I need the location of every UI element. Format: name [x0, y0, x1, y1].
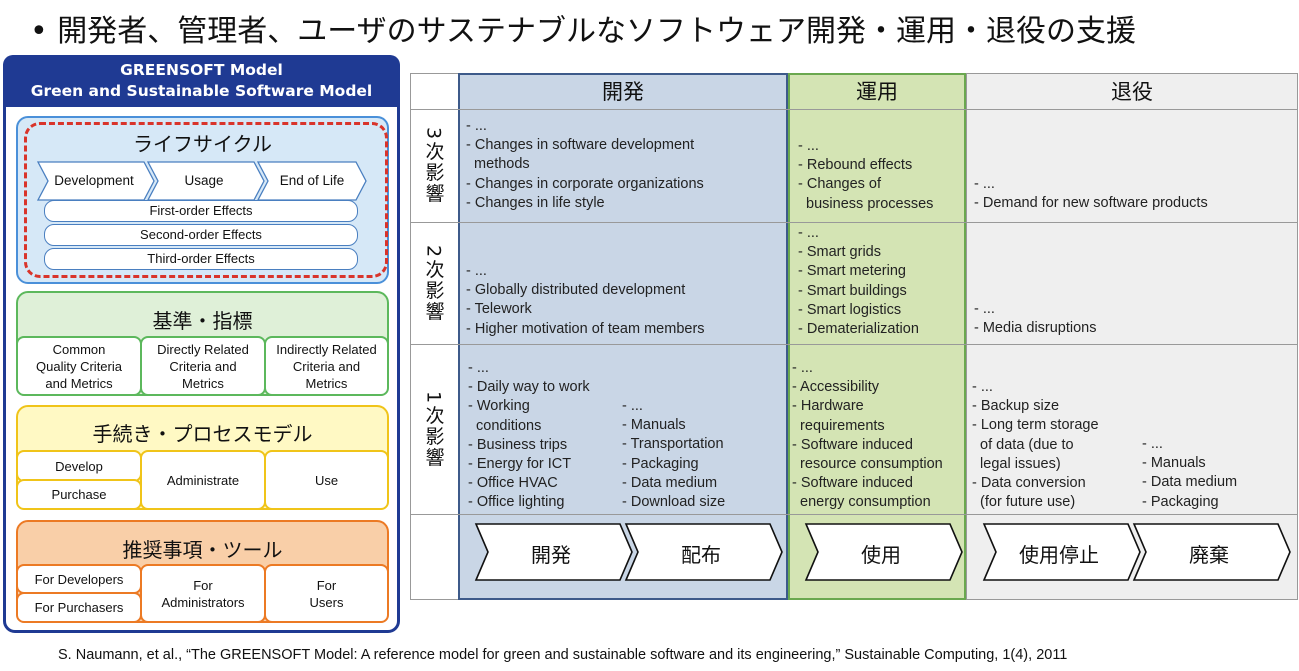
recommend-purchasers: For Purchasers	[16, 592, 142, 623]
lifecycle-stage-arrows	[36, 161, 367, 201]
recommend-users: For Users	[264, 564, 389, 623]
procedure-title: 手続き・プロセスモデル	[92, 422, 313, 446]
page-title: • 開発者、管理者、ユーザのサステナブルなソフトウェア開発・運用・退役の支援	[30, 14, 1137, 49]
row-header-1st: 1次影響	[422, 390, 445, 469]
citation: S. Naumann, et al., “The GREENSOFT Model…	[58, 647, 1068, 663]
row-header-2nd: 2次影響	[422, 244, 445, 323]
phase-distribute: 配布	[681, 543, 721, 567]
row-separator	[410, 222, 1298, 223]
phase-arrow-use	[804, 523, 963, 581]
row-header-3rd: 3次影響	[422, 127, 445, 205]
cell-2nd-dev: - ... - Globally distributed development…	[466, 263, 705, 337]
cell-1st-dev-a: - ... - Daily way to work - Working cond…	[468, 360, 590, 511]
cell-3rd-dev: - ... - Changes in software development …	[466, 118, 704, 211]
criteria-indirectly-related: Indirectly Related Criteria and Metrics	[264, 336, 389, 396]
cell-2nd-ops: - ... - Smart grids - Smart metering - S…	[798, 225, 919, 338]
cell-1st-ret-b: - ... - Manuals - Data medium - Packagin…	[1142, 436, 1238, 510]
procedure-purchase: Purchase	[16, 479, 142, 510]
phase-arrow-decommission	[982, 523, 1141, 581]
stage-development: Development	[54, 173, 134, 188]
model-header-line1: GREENSOFT Model	[120, 61, 283, 79]
phase-chevrons	[474, 523, 1291, 581]
phase-disposal: 廃棄	[1189, 543, 1229, 567]
phase-arrow-disposal	[1132, 523, 1291, 581]
phase-use: 使用	[861, 543, 901, 567]
ops-column	[788, 73, 966, 600]
model-header: GREENSOFT Model Green and Sustainable So…	[3, 55, 400, 107]
stage-arrow-end-of-life	[256, 161, 367, 201]
cell-1st-ops: - ... - Accessibility - Hardware require…	[792, 360, 943, 511]
model-header-line2: Green and Sustainable Software Model	[30, 82, 373, 100]
phase-dev: 開発	[531, 543, 571, 567]
stage-end-of-life: End of Life	[279, 173, 345, 188]
procedure-develop: Develop	[16, 450, 142, 482]
col-header-ops: 運用	[856, 80, 898, 104]
phase-arrow-distribute	[624, 523, 783, 581]
first-order-effects: First-order Effects	[44, 200, 358, 222]
col-header-dev: 開発	[602, 80, 644, 104]
phase-arrow-dev	[474, 523, 633, 581]
second-order-effects: Second-order Effects	[44, 224, 358, 246]
procedure-use: Use	[264, 450, 389, 510]
lifecycle-title: ライフサイクル	[133, 132, 272, 156]
row-separator	[410, 514, 1298, 515]
cell-2nd-ret: - ... - Media disruptions	[974, 301, 1097, 337]
ret-column	[966, 73, 1298, 600]
cell-3rd-ret: - ... - Demand for new software products	[974, 176, 1208, 212]
col-header-ret: 退役	[1111, 80, 1153, 104]
dev-column	[458, 73, 788, 600]
cell-1st-dev-b: - ... - Manuals - Transportation - Packa…	[622, 398, 726, 511]
criteria-common-quality: Common Quality Criteria and Metrics	[16, 336, 142, 396]
lifecycle-dashed-outline	[24, 122, 388, 278]
procedure-administrate: Administrate	[140, 450, 266, 510]
recommend-administrators: For Administrators	[140, 564, 266, 623]
recommend-title: 推奨事項・ツール	[122, 538, 283, 562]
recommend-developers: For Developers	[16, 564, 142, 594]
row-separator	[410, 344, 1298, 345]
criteria-title: 基準・指標	[152, 309, 253, 333]
phase-decommission: 使用停止	[1019, 543, 1099, 567]
third-order-effects: Third-order Effects	[44, 248, 358, 270]
criteria-directly-related: Directly Related Criteria and Metrics	[140, 336, 266, 396]
cell-3rd-ops: - ... - Rebound effects - Changes of bus…	[798, 138, 934, 212]
cell-1st-ret-a: - ... - Backup size - Long term storage …	[972, 379, 1099, 511]
stage-usage: Usage	[184, 173, 224, 188]
row-separator	[410, 109, 1298, 110]
